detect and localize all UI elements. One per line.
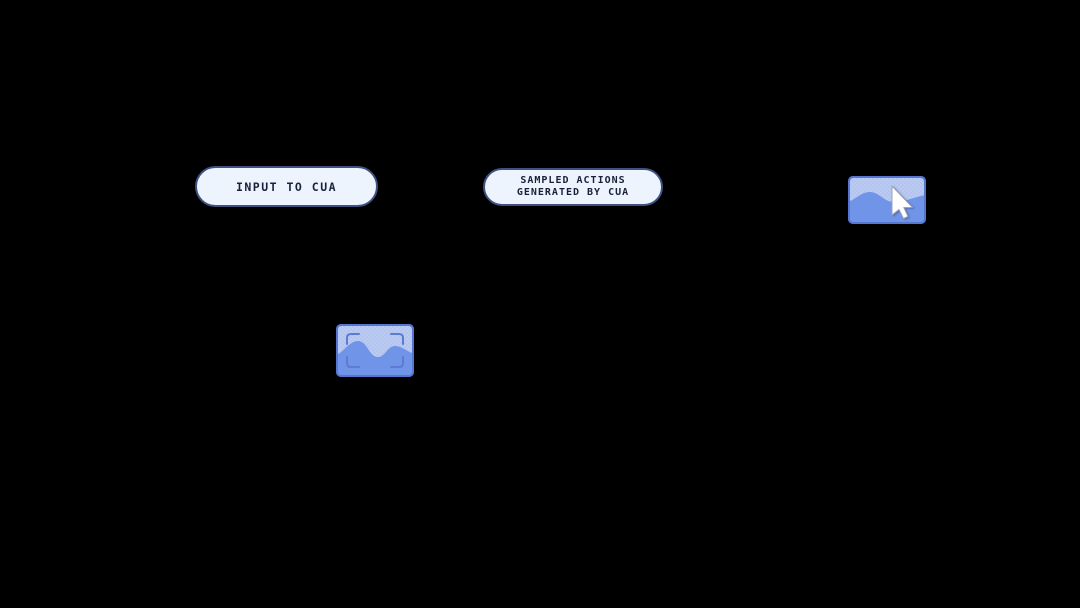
sampled-actions-label-line1: SAMPLED ACTIONS bbox=[520, 175, 626, 186]
crop-corner-brackets-icon bbox=[346, 333, 404, 368]
cursor-click-image-svg bbox=[848, 176, 926, 224]
input-to-cua-pill: INPUT TO CUA bbox=[195, 166, 378, 207]
input-to-cua-label: INPUT TO CUA bbox=[235, 179, 338, 194]
sampled-actions-label-line2: GENERATED BY CUA bbox=[516, 187, 630, 198]
cursor-click-image-icon bbox=[848, 176, 926, 224]
screenshot-crop-image-icon bbox=[336, 324, 414, 377]
screenshot-crop-image-svg bbox=[336, 324, 414, 377]
mouse-cursor-icon bbox=[891, 185, 913, 219]
sampled-actions-pill: SAMPLED ACTIONS GENERATED BY CUA bbox=[483, 168, 663, 206]
